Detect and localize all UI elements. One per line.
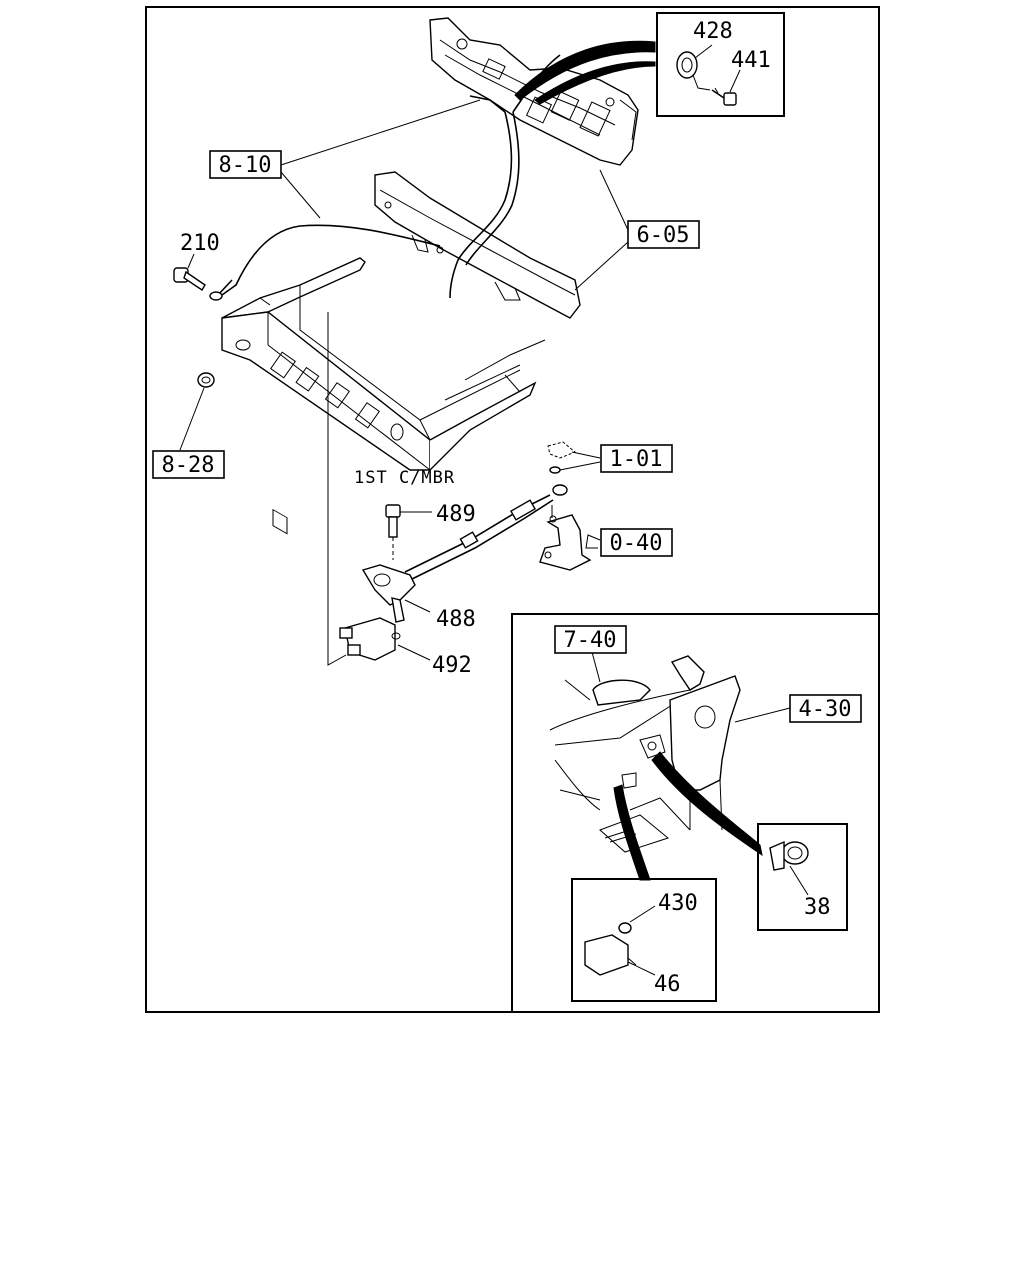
leader-8-10a	[280, 99, 481, 166]
callout-band-38	[651, 751, 763, 857]
leader-38	[789, 865, 809, 896]
leader-46	[627, 961, 656, 976]
leader-430	[629, 905, 656, 923]
ref-7-40: 7-40	[564, 628, 617, 653]
relay-46	[584, 922, 637, 976]
detail-box-38	[757, 823, 848, 931]
part-46: 46	[654, 972, 681, 997]
lower-crossmember-6-05	[374, 171, 581, 319]
clip-1-01	[547, 441, 576, 474]
ref-8-28: 8-28	[162, 453, 215, 478]
part-488: 488	[436, 607, 476, 632]
annotation-1st-cmbr: 1ST C/MBR	[354, 468, 455, 488]
ref-box-7-40	[554, 625, 627, 654]
cab-interior	[549, 655, 741, 853]
leader-6-05b	[574, 241, 629, 291]
ref-box-8-28	[152, 450, 225, 479]
ref-8-10: 8-10	[219, 153, 272, 178]
leader-1-01a	[571, 451, 601, 459]
leader-8-10b	[280, 171, 321, 219]
leader-8-28	[179, 387, 205, 451]
leader-210	[187, 253, 195, 269]
guide-line	[327, 312, 347, 666]
grommet-38	[769, 840, 809, 871]
leader-1-01b	[559, 461, 601, 471]
ref-6-05: 6-05	[637, 223, 690, 248]
part-38: 38	[804, 895, 831, 920]
terminal-ring	[209, 291, 223, 301]
cable-8-10	[221, 224, 441, 296]
part-489: 489	[436, 502, 476, 527]
part-428: 428	[693, 19, 733, 44]
clip-428	[676, 51, 711, 91]
ref-box-4-30	[789, 694, 862, 723]
leader-488	[404, 599, 431, 613]
ref-1-01: 1-01	[610, 447, 663, 472]
leader-0-40	[585, 534, 601, 549]
ref-box-6-05	[627, 220, 700, 249]
front-panel-assembly	[429, 17, 639, 166]
ref-0-40: 0-40	[610, 531, 663, 556]
detail-box-428	[656, 12, 785, 117]
ref-box-1-01	[600, 444, 673, 473]
part-210: 210	[180, 231, 220, 256]
part-430: 430	[658, 891, 698, 916]
callout-band-428	[514, 40, 656, 101]
inset-panel	[511, 613, 880, 1013]
control-cable-488	[361, 484, 568, 623]
nut-8-28	[197, 372, 215, 388]
leader-4-30	[734, 707, 791, 723]
ref-box-8-10	[209, 150, 282, 179]
part-441: 441	[731, 48, 771, 73]
bolt-441	[711, 87, 737, 106]
callout-band-428b	[534, 61, 656, 105]
first-crossmember	[221, 257, 546, 535]
ref-4-30: 4-30	[799, 697, 852, 722]
leader-492	[397, 644, 431, 661]
bolt-210	[173, 267, 206, 291]
leader-6-05a	[599, 169, 629, 231]
callout-band-430	[613, 784, 651, 881]
leader-7-40	[591, 651, 601, 683]
part-492: 492	[432, 653, 472, 678]
bracket-0-40	[539, 505, 592, 571]
leader-441	[729, 69, 741, 93]
mount-492	[339, 617, 401, 661]
leader-428	[694, 44, 713, 59]
bolt-489	[385, 504, 401, 560]
ref-box-0-40	[600, 528, 673, 557]
